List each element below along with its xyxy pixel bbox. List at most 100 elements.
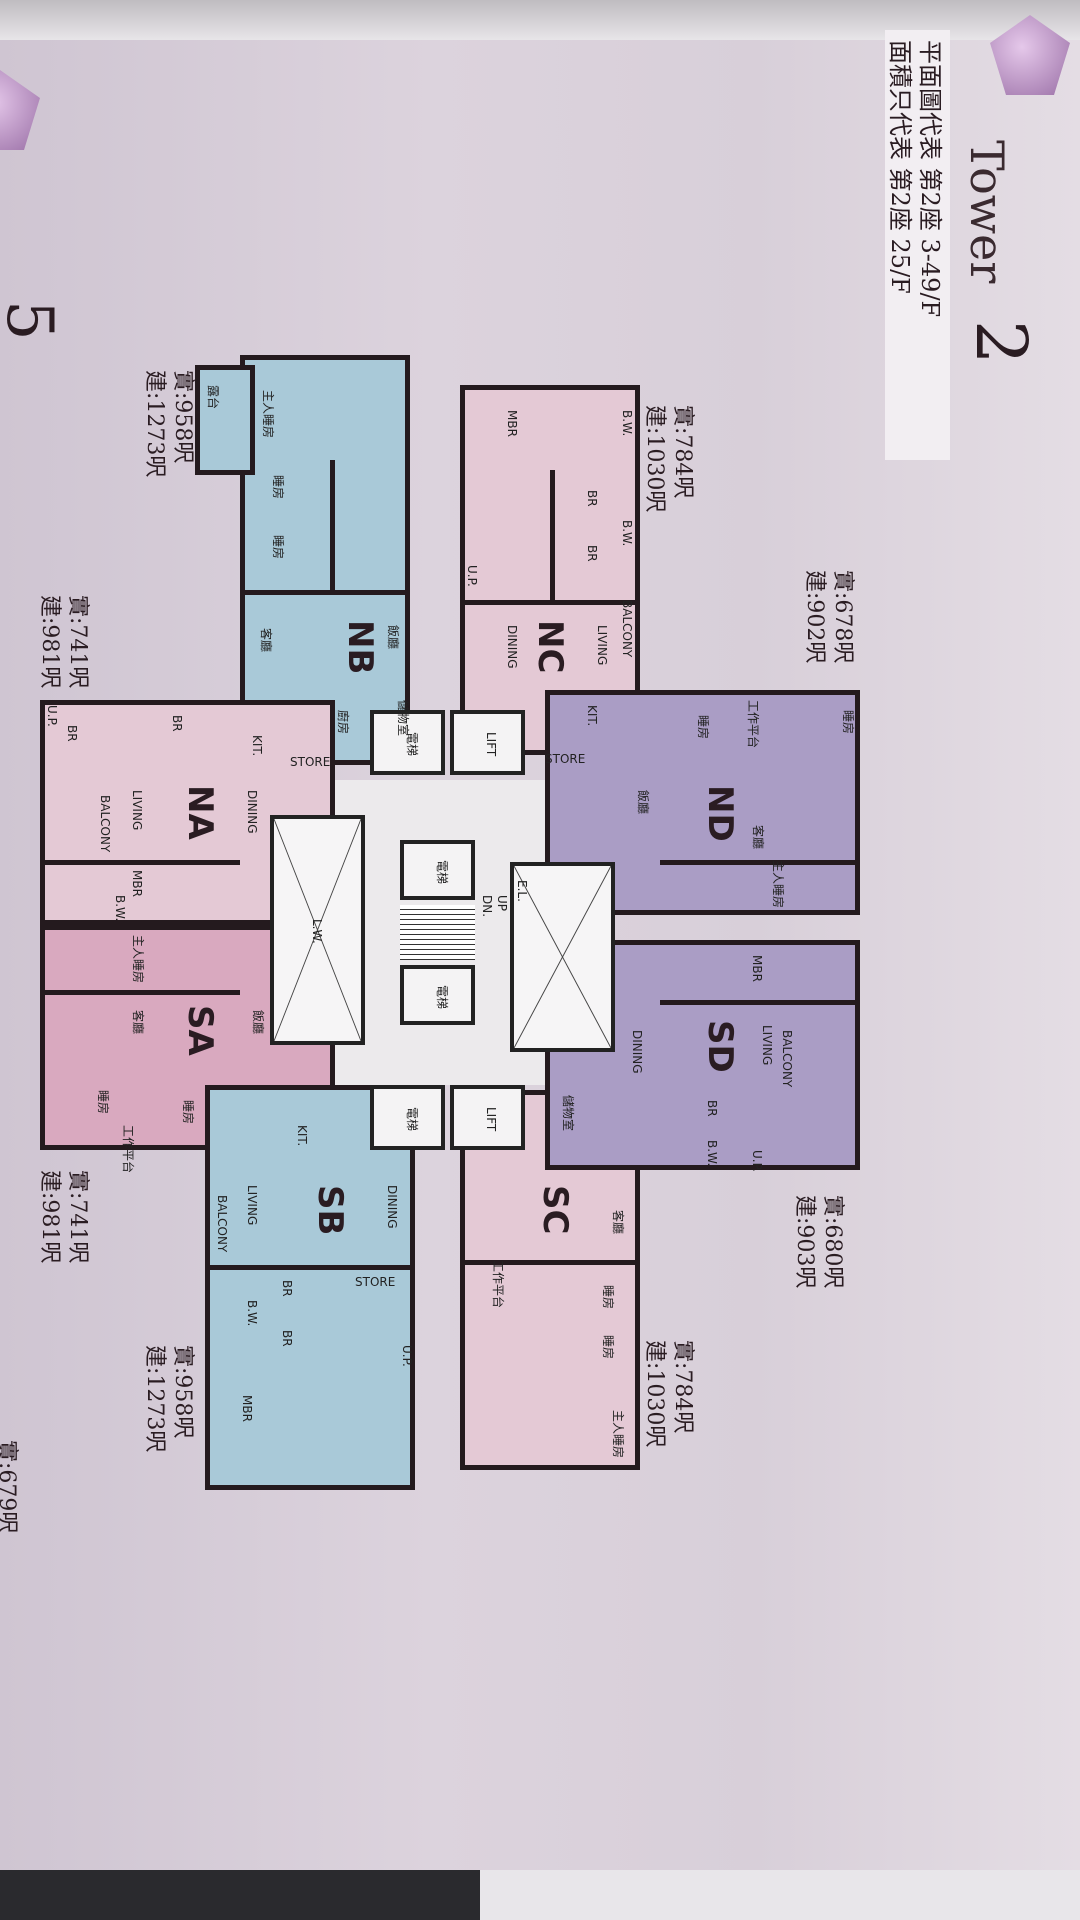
staircase <box>400 905 475 960</box>
room-label: B.W. <box>620 410 634 437</box>
unit-name-na: NA <box>180 785 220 840</box>
room-label: MBR <box>130 870 144 897</box>
room-label: 睡房 <box>96 1090 110 1115</box>
nc-area-label: 實:784呎建:1030呎 <box>642 405 695 513</box>
room-label: U.P. <box>750 1150 764 1172</box>
room-label: BR <box>585 490 599 507</box>
stair-down-label: DN. <box>480 895 494 918</box>
tower-number: 2 <box>960 320 1042 365</box>
room-label: 客廳 <box>259 628 273 653</box>
light-well-label: L.W. <box>310 919 324 944</box>
subtitle-line-2: 面積只代表 第2座 25/F <box>886 40 914 294</box>
room-label: DINING <box>245 790 259 834</box>
room-label: 睡房 <box>601 1285 615 1310</box>
room-label: BR <box>65 725 79 742</box>
room-label: MBR <box>750 955 764 982</box>
adjacent-area-label: 實:679呎 <box>0 1440 19 1534</box>
room-label: 主人睡房 <box>131 935 145 984</box>
room-label: STORE <box>545 752 586 766</box>
nb-area-label: 實:958呎建:1273呎 <box>142 370 195 478</box>
sc-area-label: 實:784呎建:1030呎 <box>642 1340 695 1448</box>
room-label: DINING <box>630 1030 644 1074</box>
room-label: BALCONY <box>620 600 634 658</box>
room-label: 飯廳 <box>386 625 400 650</box>
room-label: KIT. <box>295 1125 309 1147</box>
room-label: 露台 <box>206 385 220 410</box>
sa-area-label: 實:741呎建:981呎 <box>37 1170 90 1264</box>
room-label: STORE <box>355 1275 396 1289</box>
room-label: 睡房 <box>271 535 285 560</box>
lift-1: 電梯 <box>370 710 445 775</box>
room-label: 飯廳 <box>251 1010 265 1035</box>
lift-4: 電梯 <box>400 965 475 1025</box>
room-label: U.P. <box>465 565 479 587</box>
electrical-room-label: E.L. <box>515 880 529 902</box>
room-label: MBR <box>505 410 519 437</box>
room-label: U.P. <box>400 1345 414 1367</box>
room-label: 工作平台 <box>121 1125 135 1174</box>
room-label: 睡房 <box>841 710 855 735</box>
unit-name-nc: NC <box>530 620 570 674</box>
room-label: 廚房 <box>336 710 350 735</box>
lift-2: LIFT <box>450 710 525 775</box>
room-label: B.W. <box>705 1140 719 1167</box>
subtitle-box <box>885 30 950 460</box>
room-label: 睡房 <box>271 475 285 500</box>
room-label: B.W. <box>113 895 127 922</box>
room-label: LIVING <box>245 1185 259 1226</box>
unit-nd <box>545 690 860 915</box>
unit-name-nd: ND <box>700 785 740 842</box>
room-label: BR <box>585 545 599 562</box>
unit-name-sc: SC <box>535 1185 575 1235</box>
subtitle-line-1: 平面圖代表 第2座 3-49/F <box>916 40 944 318</box>
room-label: BALCONY <box>215 1195 229 1253</box>
room-label: LIVING <box>760 1025 774 1066</box>
lift-6: LIFT <box>450 1085 525 1150</box>
light-well-east <box>510 862 615 1052</box>
room-label: 工作平台 <box>491 1260 505 1309</box>
na-area-label: 實:741呎建:981呎 <box>37 595 90 689</box>
room-label: 睡房 <box>601 1335 615 1360</box>
unit-sb <box>205 1085 415 1490</box>
room-label: 儲物室 <box>561 1095 575 1132</box>
room-label: STORE <box>290 755 331 769</box>
room-label: DINING <box>505 625 519 669</box>
lift-5: 電梯 <box>370 1085 445 1150</box>
room-label: 主人睡房 <box>771 860 785 909</box>
room-label: BR <box>280 1330 294 1347</box>
unit-name-nb: NB <box>340 620 380 675</box>
room-label: BR <box>170 715 184 732</box>
sb-area-label: 實:958呎建:1273呎 <box>142 1345 195 1453</box>
room-label: KIT. <box>585 705 599 727</box>
room-label: 儲物室 <box>396 700 410 737</box>
room-label: MBR <box>240 1395 254 1422</box>
light-well-west: L.W. <box>270 815 365 1045</box>
room-label: BALCONY <box>98 795 112 853</box>
adjacent-tower-number: 5 <box>0 300 66 341</box>
unit-name-sd: SD <box>700 1020 740 1073</box>
unit-name-sb: SB <box>310 1185 350 1236</box>
room-label: B.W. <box>245 1300 259 1327</box>
tower-title: Tower <box>960 140 1014 284</box>
nd-area-label: 實:678呎建:902呎 <box>802 570 855 664</box>
lift-3: 電梯 <box>400 840 475 900</box>
room-label: 客廳 <box>751 825 765 850</box>
room-label: KIT. <box>250 735 264 757</box>
room-label: 客廳 <box>131 1010 145 1035</box>
room-label: 客廳 <box>611 1210 625 1235</box>
room-label: BALCONY <box>780 1030 794 1088</box>
room-label: 睡房 <box>696 715 710 740</box>
page-bottom-edge <box>0 1870 1080 1920</box>
stair-up-label: UP <box>495 895 509 912</box>
room-label: 飯廳 <box>636 790 650 815</box>
unit-nb-mbr-wing <box>195 365 255 475</box>
unit-name-sa: SA <box>180 1005 220 1056</box>
room-label: 工作平台 <box>746 700 760 749</box>
room-label: DINING <box>385 1185 399 1229</box>
room-label: B.W. <box>620 520 634 547</box>
room-label: 主人睡房 <box>261 390 275 439</box>
room-label: BR <box>280 1280 294 1297</box>
room-label: LIVING <box>130 790 144 831</box>
sd-area-label: 實:680呎建:903呎 <box>792 1195 845 1289</box>
gem-logo-icon <box>0 70 40 150</box>
